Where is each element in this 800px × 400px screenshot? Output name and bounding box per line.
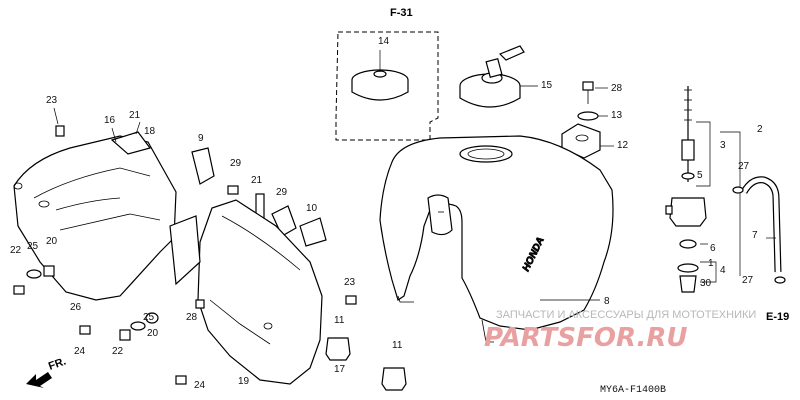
fuel-tank: HONDA — [379, 135, 614, 343]
callout-c21b: 21 — [251, 175, 263, 186]
callout-c22a: 22 — [10, 245, 22, 256]
fuel-cap-15 — [459, 45, 538, 108]
callout-c6: 6 — [710, 243, 716, 254]
callout-c28b: 28 — [186, 312, 198, 323]
callout-c10: 10 — [306, 203, 318, 214]
callout-c13: 13 — [611, 110, 623, 121]
callout-c11b: 11 — [392, 340, 403, 351]
callout-c19: 19 — [238, 376, 250, 387]
callout-c14: 14 — [378, 36, 390, 47]
front-direction-arrow — [26, 372, 52, 388]
diagram-code: MY6A-F1400B — [600, 385, 666, 396]
callout-c23b: 23 — [344, 277, 356, 288]
ref-fr: FR. — [47, 355, 68, 372]
callout-c11a: 11 — [334, 315, 345, 326]
fuel-hose — [732, 176, 786, 284]
callout-c20b: 20 — [147, 328, 159, 339]
callout-c5: 5 — [697, 170, 703, 181]
callout-c3: 3 — [720, 140, 726, 151]
ref-e19: E-19 — [766, 311, 789, 323]
callout-c8: 8 — [604, 296, 610, 307]
callout-c25a: 25 — [27, 241, 39, 252]
fuel-cap-inset — [335, 31, 439, 141]
callout-c2: 2 — [757, 124, 763, 135]
callout-c16: 16 — [104, 115, 116, 126]
callout-c26: 26 — [70, 302, 82, 313]
callout-c24b: 24 — [194, 380, 206, 391]
callout-c17: 17 — [334, 364, 346, 375]
callout-c23a: 23 — [46, 95, 58, 106]
callout-c15: 15 — [541, 80, 553, 91]
callout-c20a: 20 — [46, 236, 58, 247]
callout-c12: 12 — [617, 140, 629, 151]
watermark-caption: ЗАПЧАСТИ И АКСЕССУАРЫ ДЛЯ МОТОТЕХНИКИ — [496, 309, 756, 321]
callout-c29b: 29 — [276, 187, 288, 198]
callout-c29a: 29 — [230, 158, 242, 169]
callout-c25b: 25 — [143, 312, 155, 323]
ref-f31: F-31 — [390, 7, 413, 19]
callout-c27b: 27 — [742, 275, 754, 286]
callout-c7: 7 — [752, 230, 758, 241]
callout-c9: 9 — [198, 133, 204, 144]
callout-c4: 4 — [720, 265, 726, 276]
side-cover — [169, 199, 323, 385]
watermark-logo: PARTSFOR.RU — [484, 323, 687, 353]
callout-c22b: 22 — [112, 346, 124, 357]
callout-c27a: 27 — [738, 161, 750, 172]
callout-c1: 1 — [708, 258, 714, 269]
callout-c18: 18 — [144, 126, 156, 137]
callout-c24a: 24 — [74, 346, 86, 357]
fasteners — [13, 265, 407, 391]
callout-c30: 30 — [700, 278, 712, 289]
fuel-valve-assembly — [665, 86, 741, 293]
tank-mount-hardware — [561, 81, 614, 159]
fuel-cap-14 — [351, 50, 409, 101]
shroud-brackets — [191, 147, 327, 247]
callout-c28: 28 — [611, 83, 623, 94]
callout-c21a: 21 — [129, 110, 141, 121]
left-shroud — [13, 107, 177, 301]
